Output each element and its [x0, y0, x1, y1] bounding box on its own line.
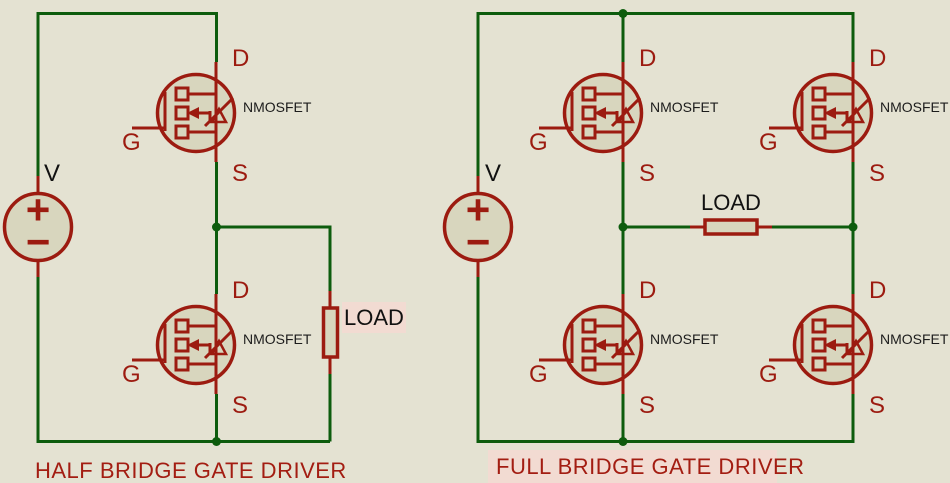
pin-label-drain: D: [232, 45, 250, 72]
component-label: NMOSFET: [650, 331, 719, 347]
voltage-source-label: V: [44, 160, 61, 187]
component-label: NMOSFET: [650, 99, 719, 115]
pin-label-source: S: [869, 392, 886, 419]
pin-label-drain: D: [639, 45, 657, 72]
pin-label-drain: D: [869, 277, 887, 304]
nmosfet-symbol: [537, 60, 644, 164]
junction-dots: [212, 9, 858, 446]
plus-sign: +: [25, 186, 51, 233]
voltage-source-label: V: [485, 160, 502, 187]
plus-sign: +: [465, 186, 491, 233]
circuit-title: FULL BRIDGE GATE DRIVER: [488, 450, 804, 483]
pin-label-source: S: [232, 160, 249, 187]
nmosfet-symbol: [130, 60, 237, 164]
pin-label-gate: G: [122, 129, 141, 156]
pin-label-drain: D: [869, 45, 887, 72]
pin-label-gate: G: [759, 129, 778, 156]
nmosfet-symbol: [130, 292, 237, 396]
pin-label-gate: G: [759, 361, 778, 388]
pin-label-drain: D: [639, 277, 657, 304]
nmosfet-symbol: [767, 60, 874, 164]
pin-label-source: S: [639, 160, 656, 187]
wires: [36, 12, 855, 443]
minus-sign: −: [465, 218, 491, 265]
resistor-symbol: [703, 218, 759, 236]
nmosfet-symbol: [767, 292, 874, 396]
nmosfet-symbol: [537, 292, 644, 396]
component-leads: [328, 225, 772, 374]
pin-label-gate: G: [529, 361, 548, 388]
pin-label-gate: G: [122, 361, 141, 388]
pin-label-drain: D: [232, 277, 250, 304]
pin-label-gate: G: [529, 129, 548, 156]
component-label: NMOSFET: [243, 331, 312, 347]
pin-label-source: S: [232, 392, 249, 419]
pin-label-source: S: [639, 392, 656, 419]
component-label: NMOSFET: [243, 99, 312, 115]
component-label: NMOSFET: [880, 99, 949, 115]
circuit-title: HALF BRIDGE GATE DRIVER: [35, 458, 347, 483]
component-label: NMOSFET: [880, 331, 949, 347]
minus-sign: −: [25, 218, 51, 265]
load-label: LOAD: [701, 190, 761, 215]
pin-label-source: S: [869, 160, 886, 187]
load-label: LOAD: [342, 302, 406, 333]
resistor-symbol: [321, 306, 340, 359]
